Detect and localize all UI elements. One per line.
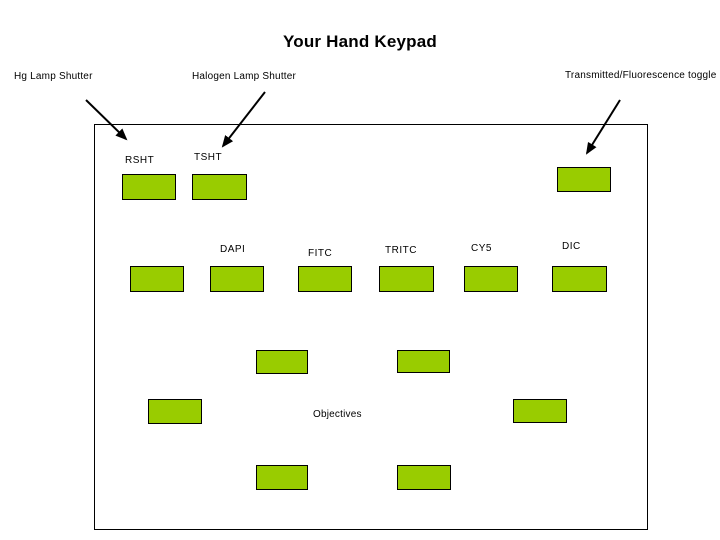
unlabeled-filter-key[interactable] [130, 266, 184, 292]
tritc-key-label: TRITC [385, 245, 417, 256]
dic-key-label: DIC [562, 241, 581, 252]
slide-title: Your Hand Keypad [282, 32, 438, 51]
keypad-frame [94, 124, 648, 530]
transmitted-fluorescence-toggle-label: Transmitted/Fluorescence toggle [565, 70, 717, 81]
rsht-key-label: RSHT [125, 155, 155, 166]
objective-key-6[interactable] [397, 465, 451, 490]
dapi-key-label: DAPI [220, 244, 246, 255]
dapi-key[interactable] [210, 266, 264, 292]
objective-key-3[interactable] [148, 399, 202, 424]
objective-key-4[interactable] [513, 399, 567, 423]
transmitted-fluorescence-toggle-key[interactable] [557, 167, 611, 192]
tsht-key[interactable] [192, 174, 247, 200]
fitc-key[interactable] [298, 266, 352, 292]
fitc-key-label: FITC [308, 248, 333, 259]
halogen-lamp-shutter-label: Halogen Lamp Shutter [192, 71, 297, 82]
dic-key[interactable] [552, 266, 607, 292]
objective-key-1[interactable] [256, 350, 308, 374]
objective-key-5[interactable] [256, 465, 308, 490]
tsht-key-label: TSHT [194, 152, 223, 163]
objective-key-2[interactable] [397, 350, 450, 373]
hg-lamp-shutter-label: Hg Lamp Shutter [14, 71, 93, 82]
objectives-label: Objectives [313, 409, 362, 420]
cy5-key-label: CY5 [471, 243, 492, 254]
cy5-key[interactable] [464, 266, 518, 292]
rsht-key[interactable] [122, 174, 176, 200]
tritc-key[interactable] [379, 266, 434, 292]
